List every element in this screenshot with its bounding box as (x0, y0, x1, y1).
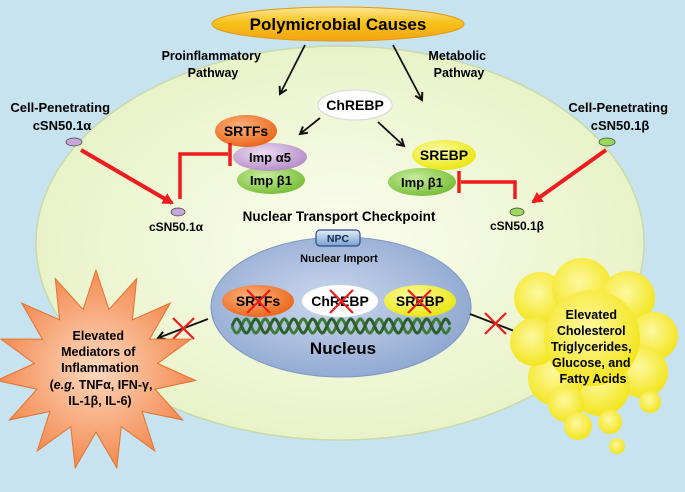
imp-b1-left-label: Imp β1 (250, 173, 292, 188)
block-x-srtfs (246, 289, 271, 314)
inhibit-alpha (178, 152, 228, 199)
npc-label: NPC (327, 233, 350, 245)
block-x-srebp (407, 289, 432, 314)
imp-a5-label: Imp α5 (249, 150, 291, 165)
checkpoint-label: Nuclear Transport Checkpoint (243, 209, 436, 224)
block-x-inflammation (172, 317, 195, 340)
chrebp-node (317, 89, 393, 121)
arrow-beta-entry (531, 148, 608, 204)
title-pill (211, 6, 465, 42)
npc-pore (315, 229, 361, 247)
inflammation-text: Elevated Mediators of Inflammation (61, 329, 139, 375)
nucleus-label: Nucleus (310, 339, 376, 358)
metabolic-label: Metabolic Pathway (428, 49, 489, 80)
proinflammatory-label: Proinflammatory Pathway (162, 49, 265, 80)
peptide-beta-label: Cell-Penetrating cSN50.1β (568, 100, 671, 133)
nuclear-import-label: Nuclear Import (300, 253, 378, 265)
dna-helix (230, 317, 452, 335)
peptide-beta-outer-dot (598, 137, 616, 147)
inflammation-examples-last: IL-1β, IL-6) (68, 394, 131, 408)
arrow-metabolic (392, 44, 422, 100)
srebp-label: SREBP (420, 147, 468, 163)
dna-strand (230, 317, 452, 335)
imp-a5-node (233, 143, 307, 171)
dna-strand (230, 317, 452, 335)
inflammation-burst (0, 268, 198, 470)
peptide-alpha-label: Cell-Penetrating cSN50.1α (10, 100, 113, 133)
imp-b1-right-label: Imp β1 (401, 175, 443, 190)
diagram-title: Polymicrobial Causes (250, 15, 427, 34)
srebp-node (412, 140, 476, 170)
arrow-proinflammatory (280, 44, 306, 94)
chrebp-label: ChREBP (326, 97, 384, 113)
metabolic-blob (510, 258, 678, 454)
srtfs-node (215, 115, 277, 147)
arrow-alpha-entry (79, 148, 174, 205)
block-x-chrebp (329, 289, 354, 314)
metabolic-outcome-text: Elevated Cholesterol Triglycerides, Gluc… (551, 308, 635, 386)
peptide-alpha-inner-dot (170, 207, 186, 217)
peptide-alpha-outer-dot (65, 137, 83, 147)
peptide-beta-inner-dot (509, 207, 525, 217)
srtfs-label: SRTFs (224, 123, 269, 139)
imp-b1-right-node (388, 168, 456, 196)
peptide-beta-inside-label: cSN50.1β (490, 219, 544, 233)
peptide-alpha-inside-label: cSN50.1α (149, 220, 204, 234)
inhibit-beta (461, 180, 517, 199)
imp-b1-left-node (237, 166, 305, 194)
block-x-metabolic (484, 312, 507, 335)
arrow-chrebp-to-srebp (377, 121, 404, 146)
inflammation-examples: (e.g. TNFα, IFN-γ, (50, 378, 153, 392)
arrow-chrebp-to-imp-a5 (300, 117, 321, 134)
